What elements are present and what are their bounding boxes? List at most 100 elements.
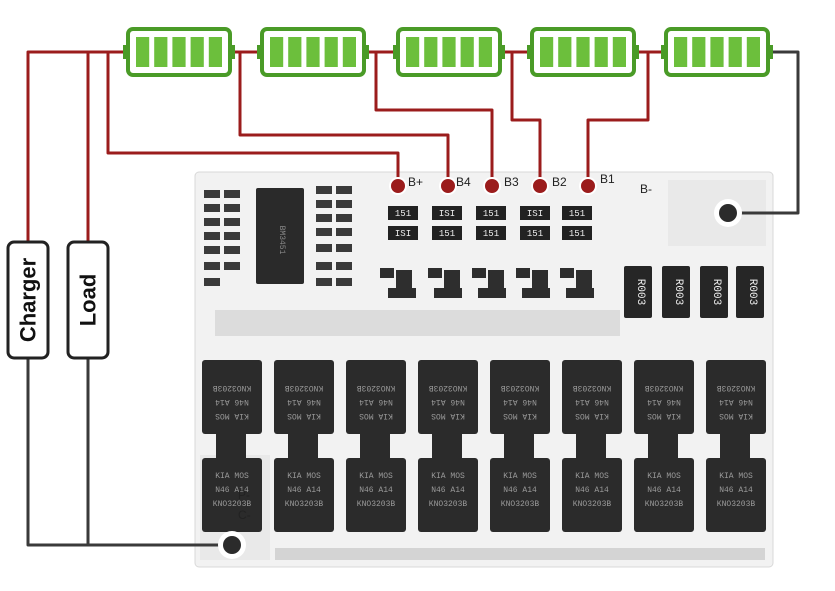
mosfet-marking: KIA MOS <box>215 411 249 420</box>
mosfet-marking: N46 A14 <box>287 486 321 495</box>
charger-box: Charger <box>6 240 50 360</box>
mosfet-marking: N46 A14 <box>431 486 465 495</box>
pad-b-plus <box>389 177 407 195</box>
battery-cell-5 <box>661 27 773 77</box>
resistor-marking: ISI <box>527 209 543 219</box>
pad-b-minus <box>719 204 737 222</box>
mosfet-marking: N46 A14 <box>359 397 393 406</box>
mosfet-marking: KNO3203B <box>645 383 684 392</box>
wire-tap-b2 <box>510 52 542 182</box>
mosfet-marking: KIA MOS <box>719 411 753 420</box>
mosfet-marking: N46 A14 <box>503 397 537 406</box>
battery-level-bar <box>674 37 688 67</box>
mosfet-marking: KNO3203B <box>213 500 252 509</box>
mosfet-marking: N46 A14 <box>287 397 321 406</box>
pad-b3 <box>483 177 501 195</box>
sense-resistor-marking: R003 <box>710 279 722 305</box>
battery-level-bar <box>478 37 492 67</box>
mosfet-marking: KIA MOS <box>503 472 537 481</box>
battery-level-bar <box>306 37 320 67</box>
mosfet-marking: KNO3203B <box>357 383 396 392</box>
battery-level-bar <box>288 37 302 67</box>
battery-cell-3 <box>393 27 505 77</box>
mosfet-marking: KIA MOS <box>287 472 321 481</box>
battery-level-bar <box>136 37 150 67</box>
sense-resistor-marking: R003 <box>634 279 646 305</box>
mosfet-marking: KNO3203B <box>573 500 612 509</box>
tap-pads <box>389 177 597 195</box>
pad-b1 <box>579 177 597 195</box>
battery-level-bar <box>172 37 186 67</box>
mosfet-marking: KNO3203B <box>717 383 756 392</box>
battery-level-bar <box>710 37 724 67</box>
mosfet-marking: KNO3203B <box>429 500 468 509</box>
mosfet-marking: KIA MOS <box>215 472 249 481</box>
power-pads <box>218 199 742 559</box>
resistor-marking: 151 <box>483 229 499 239</box>
pad-label-b2: B2 <box>552 175 567 189</box>
resistor-marking: 151 <box>569 209 585 219</box>
resistor-marking: 151 <box>439 229 455 239</box>
sense-resistor-marking: R003 <box>746 279 758 305</box>
mosfet-marking: KNO3203B <box>357 500 396 509</box>
mosfet-marking: KIA MOS <box>719 472 753 481</box>
balance-transistors <box>380 268 594 298</box>
mosfet-marking: KIA MOS <box>647 411 681 420</box>
mosfet-marking: KIA MOS <box>575 411 609 420</box>
ic-marking: BM3451 <box>277 226 286 255</box>
pad-b2 <box>531 177 549 195</box>
wire-pack-negative <box>730 50 800 215</box>
smd-array-left <box>204 190 240 286</box>
resistor-marking: ISI <box>439 209 455 219</box>
mosfet-marking: N46 A14 <box>431 397 465 406</box>
resistor-marking: 151 <box>483 209 499 219</box>
mosfet-marking: N46 A14 <box>719 486 753 495</box>
battery-pack <box>123 27 773 77</box>
wire-tap-b3 <box>374 52 494 182</box>
mosfet-marking: KNO3203B <box>573 383 612 392</box>
resistor-marking: 151 <box>569 229 585 239</box>
wire-tap-b-plus <box>106 52 400 182</box>
mosfet-marking: N46 A14 <box>647 486 681 495</box>
mosfet-marking: KIA MOS <box>431 472 465 481</box>
pad-p-minus <box>223 536 241 554</box>
sense-resistor-marking: R003 <box>672 279 684 305</box>
pad-label-p-minus: P- <box>238 488 250 502</box>
load-label: Load <box>76 274 101 327</box>
wire-tap-b1 <box>586 52 650 182</box>
battery-level-bar <box>442 37 456 67</box>
battery-level-bar <box>424 37 438 67</box>
mosfet-marking: KNO3203B <box>429 383 468 392</box>
mosfet-marking: N46 A14 <box>647 397 681 406</box>
mosfet-marking: KNO3203B <box>285 500 324 509</box>
battery-cell-1 <box>123 27 235 77</box>
battery-level-bar <box>342 37 356 67</box>
mosfet-marking: N46 A14 <box>359 486 393 495</box>
battery-level-bar <box>190 37 204 67</box>
battery-level-bar <box>746 37 760 67</box>
protection-ic: BM3451 <box>256 188 304 284</box>
pad-label-c-minus: C- <box>238 508 251 522</box>
battery-level-bar <box>208 37 222 67</box>
resistor-marking: 151 <box>395 209 411 219</box>
load-box: Load <box>66 240 110 360</box>
wire-pack-positive-charger <box>26 50 128 245</box>
battery-level-bar <box>728 37 742 67</box>
wire-tap-b4 <box>238 52 450 182</box>
smd-array-right <box>316 186 352 286</box>
balance-resistors: 151 ISI ISI 151 151 151 ISI 151 151 151 <box>388 206 592 240</box>
pad-label-b4: B4 <box>456 175 471 189</box>
pad-b4 <box>439 177 457 195</box>
